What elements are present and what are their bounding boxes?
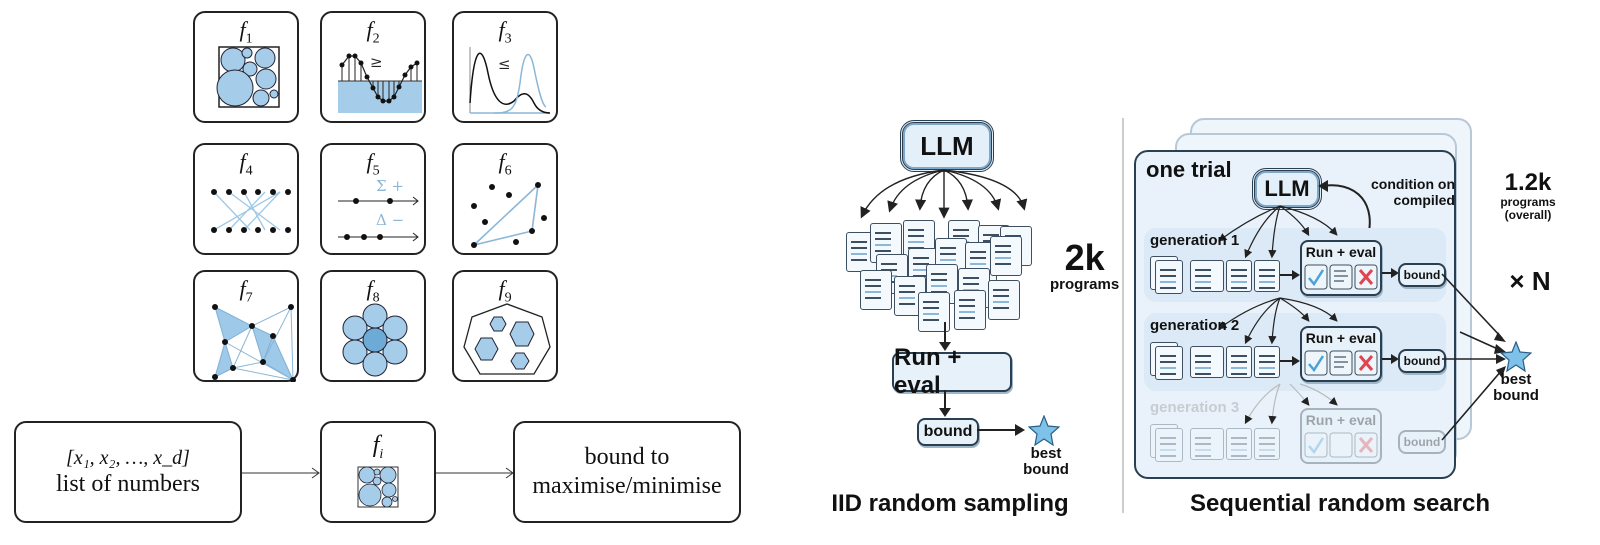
tile-f3: f3 ≤	[452, 11, 558, 123]
iid-program-count: 2k programs	[1050, 237, 1120, 294]
check-icon	[1308, 437, 1325, 455]
bipartite-icon	[211, 189, 291, 233]
program-doc-icon	[1226, 428, 1252, 460]
trial-label: one trial	[1146, 157, 1232, 182]
tile-f9: f9	[452, 270, 558, 382]
function-label: fi	[372, 432, 384, 462]
bound-box: bound	[1398, 430, 1446, 454]
svg-text:Σ +: Σ +	[376, 177, 404, 195]
output-line-1: bound to	[584, 444, 670, 471]
iid-llm-box: LLM	[900, 120, 994, 172]
program-doc-icon	[1190, 428, 1224, 460]
function-box: fi	[320, 421, 436, 523]
generation-label: generation 2	[1150, 317, 1240, 334]
best-bound-star-icon	[1500, 341, 1532, 373]
eval-result-icons	[1304, 350, 1378, 376]
tile-f4: f4	[193, 143, 299, 255]
output-line-2: maximise/minimise	[532, 473, 722, 499]
panel-divider	[1122, 118, 1124, 513]
program-doc-icon	[1254, 346, 1280, 378]
hexagon-packing-icon	[463, 303, 551, 375]
cross-icon	[1358, 355, 1374, 371]
arrow-right-icon	[1382, 354, 1399, 364]
tile-f2: f2 ≥	[320, 11, 426, 123]
input-formula: [x₁, x₂, …, x_d]	[66, 446, 190, 469]
svg-text:≥: ≥	[370, 53, 383, 71]
arrow-right-icon	[1382, 268, 1399, 278]
program-doc-icon	[918, 292, 950, 332]
program-doc-icon	[1155, 260, 1183, 294]
sum-difference-icon: Σ + Δ −	[338, 177, 419, 242]
arrow-down-icon	[939, 322, 951, 351]
eval-result-icons	[1304, 264, 1378, 290]
program-doc-icon	[1226, 260, 1252, 292]
arrow-right-icon	[977, 424, 1025, 436]
program-doc-icon	[1155, 346, 1183, 380]
circle-packing-thumbnail-icon	[357, 466, 399, 508]
best-bound-star-icon	[1028, 415, 1060, 447]
program-doc-icon	[1254, 260, 1280, 292]
seq-llm-box: LLM	[1252, 168, 1322, 210]
iid-run-eval-box: Run + eval	[892, 344, 1012, 399]
output-bound-box: bound to maximise/minimise	[513, 421, 741, 523]
program-doc-icon	[1190, 346, 1224, 378]
tile-f7: f7	[193, 270, 299, 382]
iid-fanout-arrows	[860, 169, 1028, 219]
generation-fanout-arrows	[1218, 205, 1338, 425]
repeat-n-label: × N	[1509, 266, 1551, 296]
program-doc-icon	[1190, 260, 1224, 292]
circle-packing-icon	[216, 46, 280, 108]
run-eval-box: Run + eval	[1300, 408, 1382, 464]
program-doc-icon	[1254, 428, 1280, 460]
tile-f1: f1	[193, 11, 299, 123]
wave-samples-icon: ≥	[338, 53, 422, 113]
distributions-icon: ≤	[469, 47, 551, 114]
cross-icon	[1358, 437, 1374, 453]
arrow-input-to-function	[242, 467, 320, 479]
triangulation-icon	[212, 304, 296, 382]
iid-bound-box: bound	[917, 418, 979, 446]
seq-program-count: 1.2k programs (overall)	[1500, 169, 1556, 222]
seq-panel-title: Sequential random search	[1189, 490, 1491, 517]
program-doc-icon	[954, 290, 986, 330]
program-doc-icon	[1150, 424, 1178, 458]
check-icon	[1308, 355, 1325, 373]
program-doc-icon	[988, 280, 1020, 320]
svg-text:≤: ≤	[498, 55, 511, 73]
cross-icon	[1358, 269, 1374, 285]
hex-circle-packing-icon	[342, 303, 408, 377]
tile-f6: f6	[452, 143, 558, 255]
iid-panel-title: IID random sampling	[831, 490, 1069, 517]
bound-box: bound	[1398, 263, 1446, 287]
program-doc-icon	[1155, 428, 1183, 462]
tile-f5: f5 Σ + Δ −	[320, 143, 426, 255]
check-icon	[1308, 269, 1325, 287]
arrow-right-icon	[1280, 356, 1300, 366]
arrow-down-icon	[939, 390, 951, 417]
input-list-box: [x₁, x₂, …, x_d] list of numbers	[14, 421, 242, 523]
best-bound-arrows	[1441, 273, 1506, 441]
program-doc-icon	[860, 270, 892, 310]
generation-label: generation 1	[1150, 232, 1240, 249]
input-label: list of numbers	[56, 470, 200, 497]
program-doc-icon	[990, 236, 1022, 276]
arrow-function-to-output	[436, 467, 514, 479]
generation-label: generation 3	[1150, 399, 1240, 416]
svg-text:Δ −: Δ −	[376, 211, 404, 229]
bound-box: bound	[1398, 349, 1446, 373]
arrow-right-icon	[1280, 270, 1300, 280]
tile-f8: f8	[320, 270, 426, 382]
point-triangle-icon	[471, 182, 547, 248]
program-doc-icon	[1226, 346, 1252, 378]
tile-label: f1	[239, 17, 253, 47]
eval-result-icons	[1304, 432, 1378, 458]
